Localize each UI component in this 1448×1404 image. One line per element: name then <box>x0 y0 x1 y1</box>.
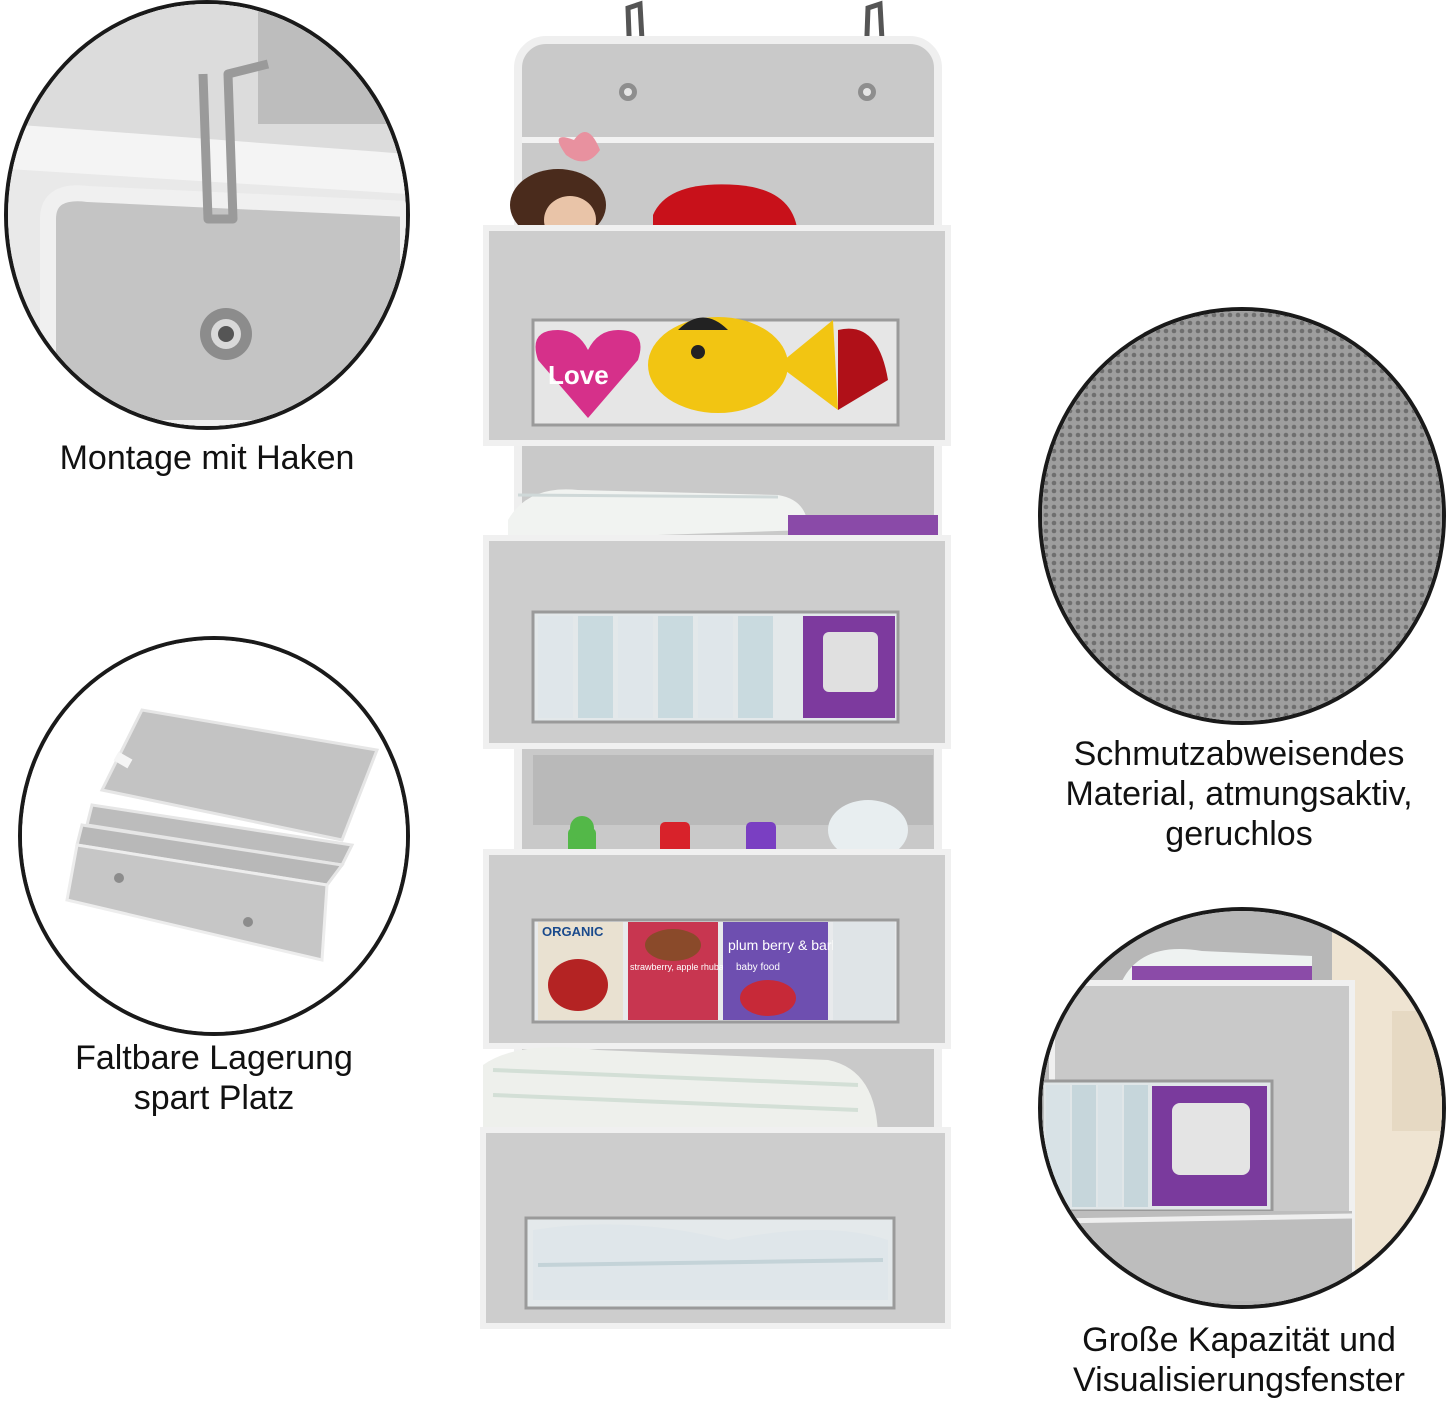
food-flavor-label: strawberry, apple rhubarb & oat <box>630 962 756 972</box>
diapers-in-window <box>538 616 773 718</box>
metal-hook-icon <box>198 59 270 224</box>
caption-fold-line1: Faltbare Lagerung <box>75 1039 353 1077</box>
caption-hook: Montage mit Haken <box>4 438 410 478</box>
door-organizer-product: Love <box>478 0 983 1335</box>
fabric-texture <box>1042 311 1442 721</box>
caption-capacity-line1: Große Kapazität und <box>1082 1321 1396 1359</box>
food-brand-label: ORGANIC <box>542 924 604 939</box>
caption-fold: Faltbare Lagerung spart Platz <box>18 1038 410 1118</box>
caption-capacity: Große Kapazität und Visualisierungsfenst… <box>1030 1320 1448 1400</box>
baby-food-pouches: ORGANIC strawberry, apple rhubarb & oat … <box>538 922 895 1020</box>
left-hook-icon <box>625 0 645 63</box>
foldable-detail-circle <box>18 636 410 1036</box>
caption-material: Schmutzabweisendes Material, atmungsakti… <box>1030 734 1448 854</box>
caption-material-line1: Schmutzabweisendes <box>1073 735 1405 773</box>
diapers-closeup <box>1046 1085 1148 1207</box>
material-detail-circle <box>1038 307 1446 725</box>
heart-toy-label: Love <box>548 360 609 390</box>
organizer-illustration: Love <box>480 0 951 1329</box>
food-flavor2-label: plum berry & barley <box>728 937 849 953</box>
hook-detail-illustration <box>8 4 406 426</box>
caption-capacity-line2: Visualisierungsfenster <box>1073 1361 1405 1399</box>
food-tag-label: baby food <box>736 962 780 973</box>
right-hook-icon <box>863 0 885 63</box>
caption-material-line3: geruchlos <box>1165 815 1313 853</box>
folded-organizer-illustration <box>22 640 406 1032</box>
hook-detail-circle <box>4 0 410 430</box>
heart-toy <box>535 330 641 418</box>
caption-fold-line2: spart Platz <box>133 1079 295 1117</box>
capacity-detail-circle <box>1038 907 1446 1309</box>
capacity-closeup <box>1042 911 1442 1305</box>
caption-hook-text: Montage mit Haken <box>59 439 355 477</box>
caption-material-line2: Material, atmungsaktiv, <box>1065 775 1413 813</box>
